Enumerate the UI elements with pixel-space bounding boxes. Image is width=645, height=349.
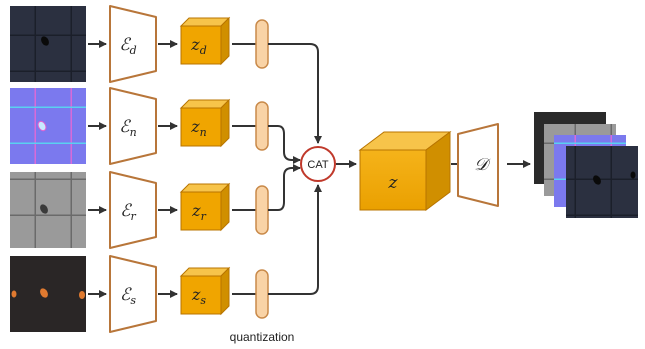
decoder-block: 𝒟 — [457, 123, 499, 207]
input-texture-d — [10, 6, 86, 82]
quantizer-d — [255, 19, 269, 69]
latent-s: zs — [179, 266, 231, 316]
latent-d: zd — [179, 16, 231, 66]
quantizer-column — [255, 19, 269, 319]
quantization-caption: quantization — [230, 330, 295, 344]
latent-label-n: zn — [190, 117, 207, 139]
encoder-n: ℰn — [109, 87, 157, 165]
encoder-label-d: ℰd — [119, 35, 136, 57]
encoder-label-r: ℰr — [120, 201, 136, 223]
latent-column: zd zn zr zs — [179, 16, 231, 316]
input-arrows — [88, 40, 107, 298]
latent-label-s: zs — [191, 285, 206, 307]
latent-label-r: zr — [191, 201, 206, 223]
encoder-label-n: ℰn — [119, 117, 136, 139]
latent-label-d: zd — [190, 35, 206, 57]
input-texture-r — [10, 172, 86, 248]
combined-latent-cube: z — [358, 131, 452, 211]
encoder-r: ℰr — [109, 171, 157, 249]
encoder-s: ℰs — [109, 255, 157, 333]
latent-quantizer-lines — [232, 43, 256, 295]
concat-node: CAT — [300, 146, 336, 182]
output-texture-stack — [534, 112, 638, 218]
quantizer-s — [255, 269, 269, 319]
input-texture-n — [10, 88, 86, 164]
quantizer-r — [255, 185, 269, 235]
encoder-d: ℰd — [109, 5, 157, 83]
latent-n: zn — [179, 98, 231, 148]
concat-label: CAT — [307, 159, 328, 171]
combined-latent-label: z — [388, 173, 399, 193]
encoder-label-s: ℰs — [120, 285, 136, 307]
input-texture-s — [10, 256, 86, 332]
output-texture-diffuse — [566, 146, 638, 218]
quantizer-n — [255, 101, 269, 151]
concat-routing — [268, 43, 322, 295]
latent-r: zr — [179, 182, 231, 232]
decoder-label: 𝒟 — [474, 155, 491, 175]
encoder-latent-arrows — [158, 40, 178, 298]
